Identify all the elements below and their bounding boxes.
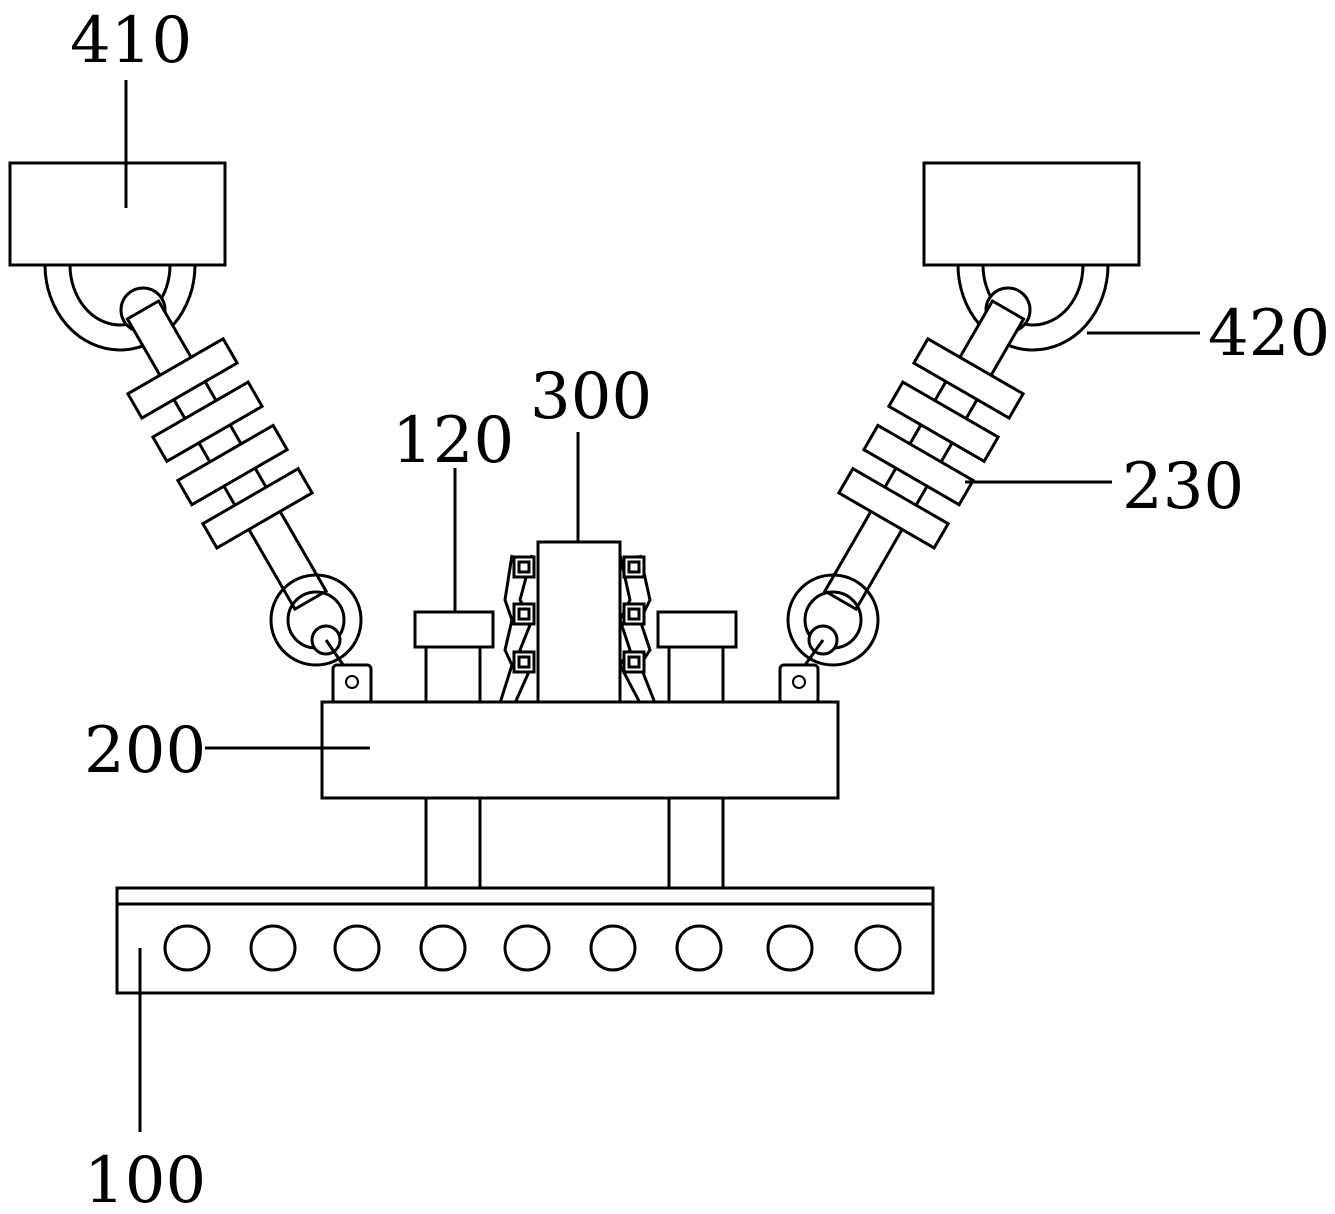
right-post-cap [658,612,736,647]
left-suspension-assembly [45,265,371,703]
right-lug [780,665,818,703]
left-lug [333,665,371,703]
left-post-cap-120 [415,612,493,647]
left-top-block-410 [10,163,225,265]
right-suspension-assembly [780,265,1108,703]
cross-beam-200 [322,702,838,798]
label-300: 300 [530,360,652,434]
label-410: 410 [70,4,192,78]
label-230: 230 [1122,450,1244,524]
right-top-block-420 [924,163,1139,265]
label-100: 100 [84,1144,206,1214]
label-120: 120 [392,404,514,478]
label-420: 420 [1208,297,1330,371]
base-plate-100 [117,888,933,993]
label-200: 200 [84,714,206,788]
central-unit-300 [538,542,620,704]
